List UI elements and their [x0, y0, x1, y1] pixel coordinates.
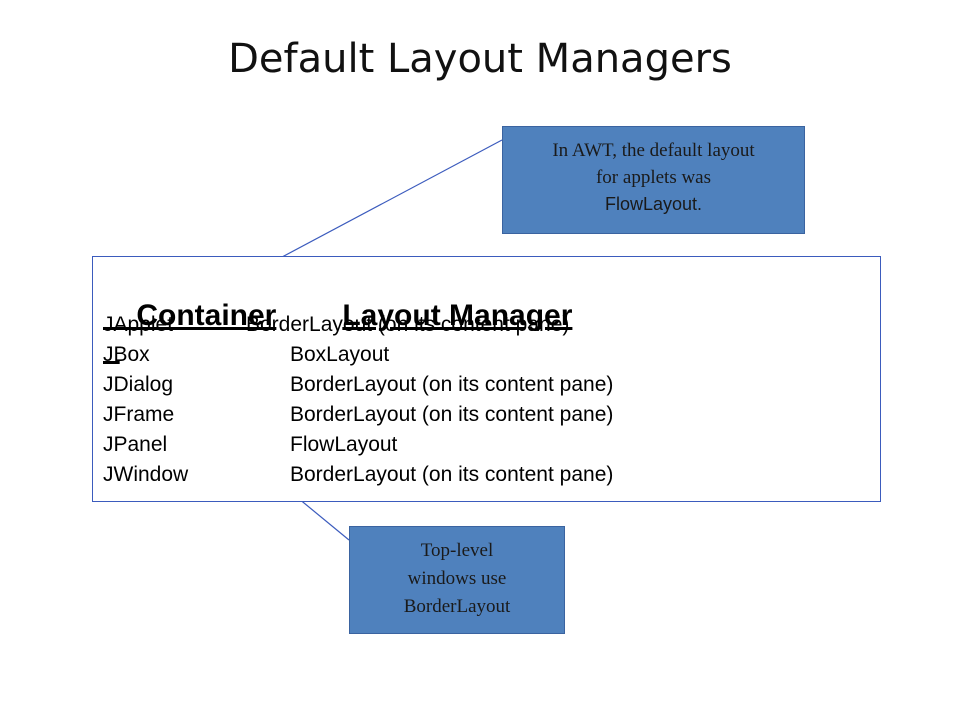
toplevel-callout-line2: windows use	[407, 568, 507, 589]
row-container: JDialog	[103, 373, 174, 396]
header-container: Container	[136, 299, 277, 332]
row-manager: BorderLayout (on its content pane)	[290, 403, 614, 426]
row-manager: BorderLayout (on its content pane)	[246, 313, 570, 336]
awt-callout: In AWT, the default layout for applets w…	[502, 126, 805, 234]
row-manager: BorderLayout (on its content pane)	[290, 373, 614, 396]
awt-callout-line1: In AWT, the default layout	[552, 140, 755, 161]
toplevel-callout: Top-level windows use BorderLayout	[349, 526, 565, 634]
row-manager: BoxLayout	[290, 343, 390, 366]
row-manager: FlowLayout	[290, 433, 398, 456]
row-container: JApplet	[103, 313, 174, 336]
table-header: Container Layout Manager	[103, 265, 572, 367]
toplevel-callout-line3: BorderLayout	[403, 596, 511, 617]
row-manager: BorderLayout (on its content pane)	[290, 463, 614, 486]
layout-manager-table: Container Layout Manager JApplet BorderLa…	[92, 256, 881, 502]
row-container: JPanel	[103, 433, 168, 456]
header-layout-manager: Layout Manager	[342, 299, 573, 332]
row-container: JBox	[103, 343, 150, 366]
awt-callout-line3: FlowLayout.	[604, 194, 703, 214]
awt-callout-line2: for applets was	[595, 167, 712, 188]
row-container: JWindow	[103, 463, 189, 486]
slide-title: Default Layout Managers	[228, 36, 732, 82]
toplevel-callout-line1: Top-level	[420, 540, 494, 561]
row-container: JFrame	[103, 403, 175, 426]
